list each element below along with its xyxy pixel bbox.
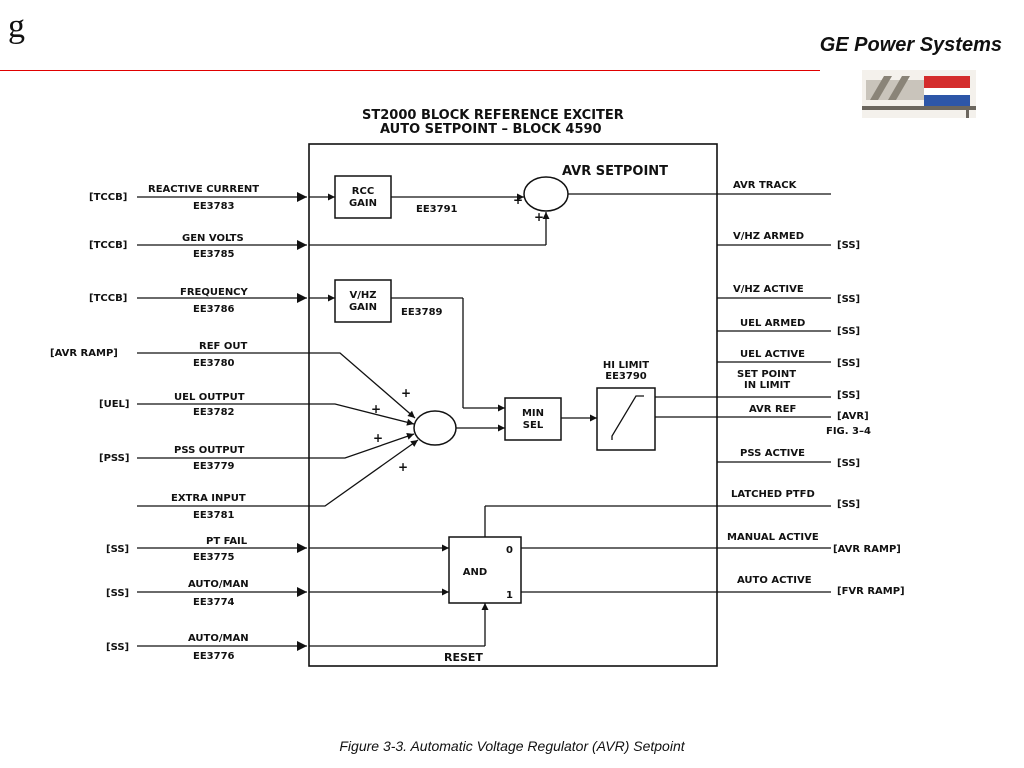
input-name: AUTO/MAN <box>188 633 249 644</box>
input-name: REACTIVE CURRENT <box>148 184 259 195</box>
input-source: [SS] <box>106 588 129 599</box>
input-code: EE3775 <box>193 552 235 563</box>
input-name: UEL OUTPUT <box>174 392 245 403</box>
output-dest: [SS] <box>837 294 860 305</box>
input-name: EXTRA INPUT <box>171 493 246 504</box>
output-name-2: IN LIMIT <box>744 380 790 391</box>
input-source: [TCCB] <box>89 192 127 203</box>
plus-sign: + <box>534 210 544 224</box>
rcc-gain-label-2: GAIN <box>349 198 377 209</box>
input-code: EE3774 <box>193 597 235 608</box>
output-dest: [SS] <box>837 240 860 251</box>
input-code: EE3780 <box>193 358 235 369</box>
input-source: [TCCB] <box>89 240 127 251</box>
input-name: PSS OUTPUT <box>174 445 245 456</box>
plus-sign: + <box>401 386 411 400</box>
and-input-1: 1 <box>506 590 513 601</box>
figure-caption: Figure 3-3. Automatic Voltage Regulator … <box>339 738 685 754</box>
output-name: PSS ACTIVE <box>740 448 805 459</box>
min-sel-label-2: SEL <box>523 420 544 431</box>
input-code: EE3783 <box>193 201 235 212</box>
and-input-0: 0 <box>506 545 513 556</box>
plus-sign: + <box>371 402 381 416</box>
output-dest-2: FIG. 3–4 <box>826 426 871 437</box>
input-name: REF OUT <box>199 341 247 352</box>
output-name: AVR REF <box>749 404 796 415</box>
output-dest: [SS] <box>837 499 860 510</box>
output-dest: [SS] <box>837 458 860 469</box>
output-dest: [AVR RAMP] <box>833 544 901 555</box>
input-name: GEN VOLTS <box>182 233 244 244</box>
min-sel-label: MIN <box>522 408 544 419</box>
input-source: [SS] <box>106 544 129 555</box>
header-rule <box>0 70 820 71</box>
diagram-title: ST2000 BLOCK REFERENCE EXCITER <box>362 108 624 123</box>
rcc-gain-label: RCC <box>352 186 374 197</box>
input-source: [TCCB] <box>89 293 127 304</box>
plus-sign: + <box>513 193 523 207</box>
setpoint-block <box>308 143 718 667</box>
input-source: [AVR RAMP] <box>50 348 118 359</box>
input-code: EE3781 <box>193 510 235 521</box>
output-name: UEL ARMED <box>740 318 805 329</box>
output-dest: [SS] <box>837 326 860 337</box>
and-gate-label: AND <box>463 567 487 578</box>
output-name: UEL ACTIVE <box>740 349 805 360</box>
input-name: PT FAIL <box>206 536 248 547</box>
ee3789-label: EE3789 <box>401 307 443 318</box>
input-code: EE3785 <box>193 249 235 260</box>
diagram-subtitle: AUTO SETPOINT – BLOCK 4590 <box>380 122 602 137</box>
output-name: SET POINT <box>737 369 796 380</box>
vhz-gain-label-2: GAIN <box>349 302 377 313</box>
output-name: LATCHED PTFD <box>731 489 815 500</box>
output-name: AUTO ACTIVE <box>737 575 812 586</box>
reset-label: RESET <box>444 651 483 664</box>
input-code: EE3782 <box>193 407 235 418</box>
output-name: V/HZ ACTIVE <box>733 284 804 295</box>
output-dest: [SS] <box>837 390 860 401</box>
plus-sign: + <box>373 431 383 445</box>
input-source: [UEL] <box>99 399 129 410</box>
input-source: [PSS] <box>99 453 129 464</box>
input-name: AUTO/MAN <box>188 579 249 590</box>
output-dest: [FVR RAMP] <box>837 586 905 597</box>
output-name: MANUAL ACTIVE <box>727 532 819 543</box>
hi-limit-code: EE3790 <box>605 371 647 382</box>
output-name: V/HZ ARMED <box>733 231 804 242</box>
input-name: FREQUENCY <box>180 287 249 298</box>
input-code: EE3776 <box>193 651 235 662</box>
vhz-gain-label: V/HZ <box>349 290 376 301</box>
input-source: [SS] <box>106 642 129 653</box>
plus-sign: + <box>398 460 408 474</box>
ge-logo: g <box>8 8 25 45</box>
output-name: AVR TRACK <box>733 180 798 191</box>
ee3791-label: EE3791 <box>416 204 458 215</box>
output-dest: [AVR] <box>837 411 869 422</box>
output-dest: [SS] <box>837 358 860 369</box>
input-code: EE3779 <box>193 461 235 472</box>
block-title: AVR SETPOINT <box>562 164 668 179</box>
hi-limit-label: HI LIMIT <box>603 360 649 371</box>
brand-name: GE Power Systems <box>819 34 1002 56</box>
turbine-illustration-icon <box>862 70 976 118</box>
input-code: EE3786 <box>193 304 235 315</box>
